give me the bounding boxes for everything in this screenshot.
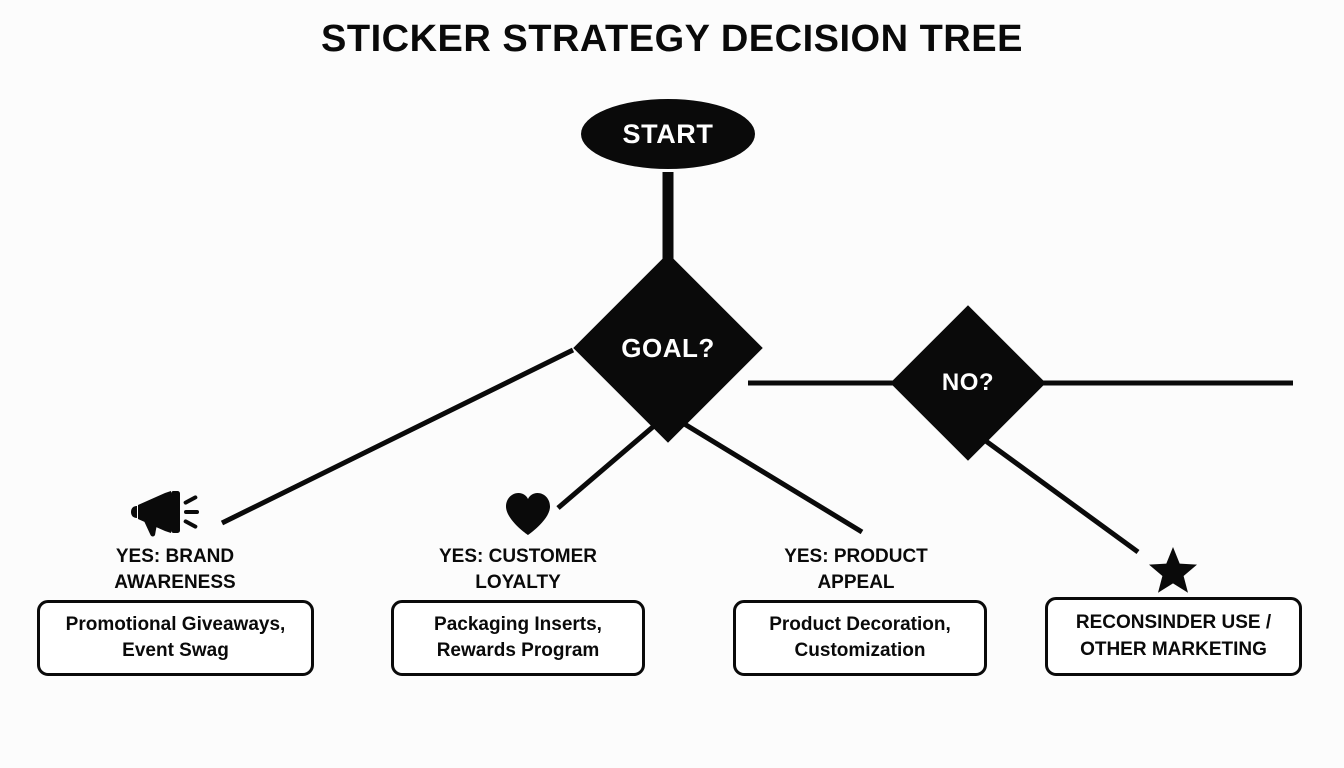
page-title: STICKER STRATEGY DECISION TREE (321, 18, 1023, 60)
edge-goal-to-brand-awareness (220, 347, 575, 526)
node-goal-label: GOAL? (621, 332, 715, 363)
node-start[interactable]: START (581, 99, 755, 169)
branch-label-product-appeal: YES: PRODUCT APPEAL (784, 546, 928, 593)
star-icon (1148, 546, 1198, 594)
node-no-label: NO? (941, 369, 995, 396)
megaphone-icon (131, 487, 203, 537)
node-no[interactable]: NO? (890, 305, 1046, 461)
node-goal[interactable]: GOAL? (573, 253, 763, 443)
branch-label-brand-awareness: YES: BRAND AWARENESS (114, 546, 236, 593)
outcome-box-reconsider[interactable]: RECONSINDER USE / OTHER MARKETING (1045, 597, 1302, 676)
outcome-box-customer-loyalty[interactable]: Packaging Inserts, Rewards Program (391, 600, 645, 676)
outcome-box-product-appeal[interactable]: Product Decoration, Customization (733, 600, 987, 676)
heart-icon (504, 492, 552, 536)
outcome-box-brand-awareness[interactable]: Promotional Giveaways, Event Swag (37, 600, 314, 676)
edge-goal-to-customer-loyalty (556, 412, 670, 510)
edge-goal-to-product-appeal (666, 411, 864, 535)
edge-no-to-reconsider (966, 425, 1140, 555)
branch-label-customer-loyalty: YES: CUSTOMER LOYALTY (438, 546, 597, 593)
node-start-label: START (622, 118, 714, 149)
